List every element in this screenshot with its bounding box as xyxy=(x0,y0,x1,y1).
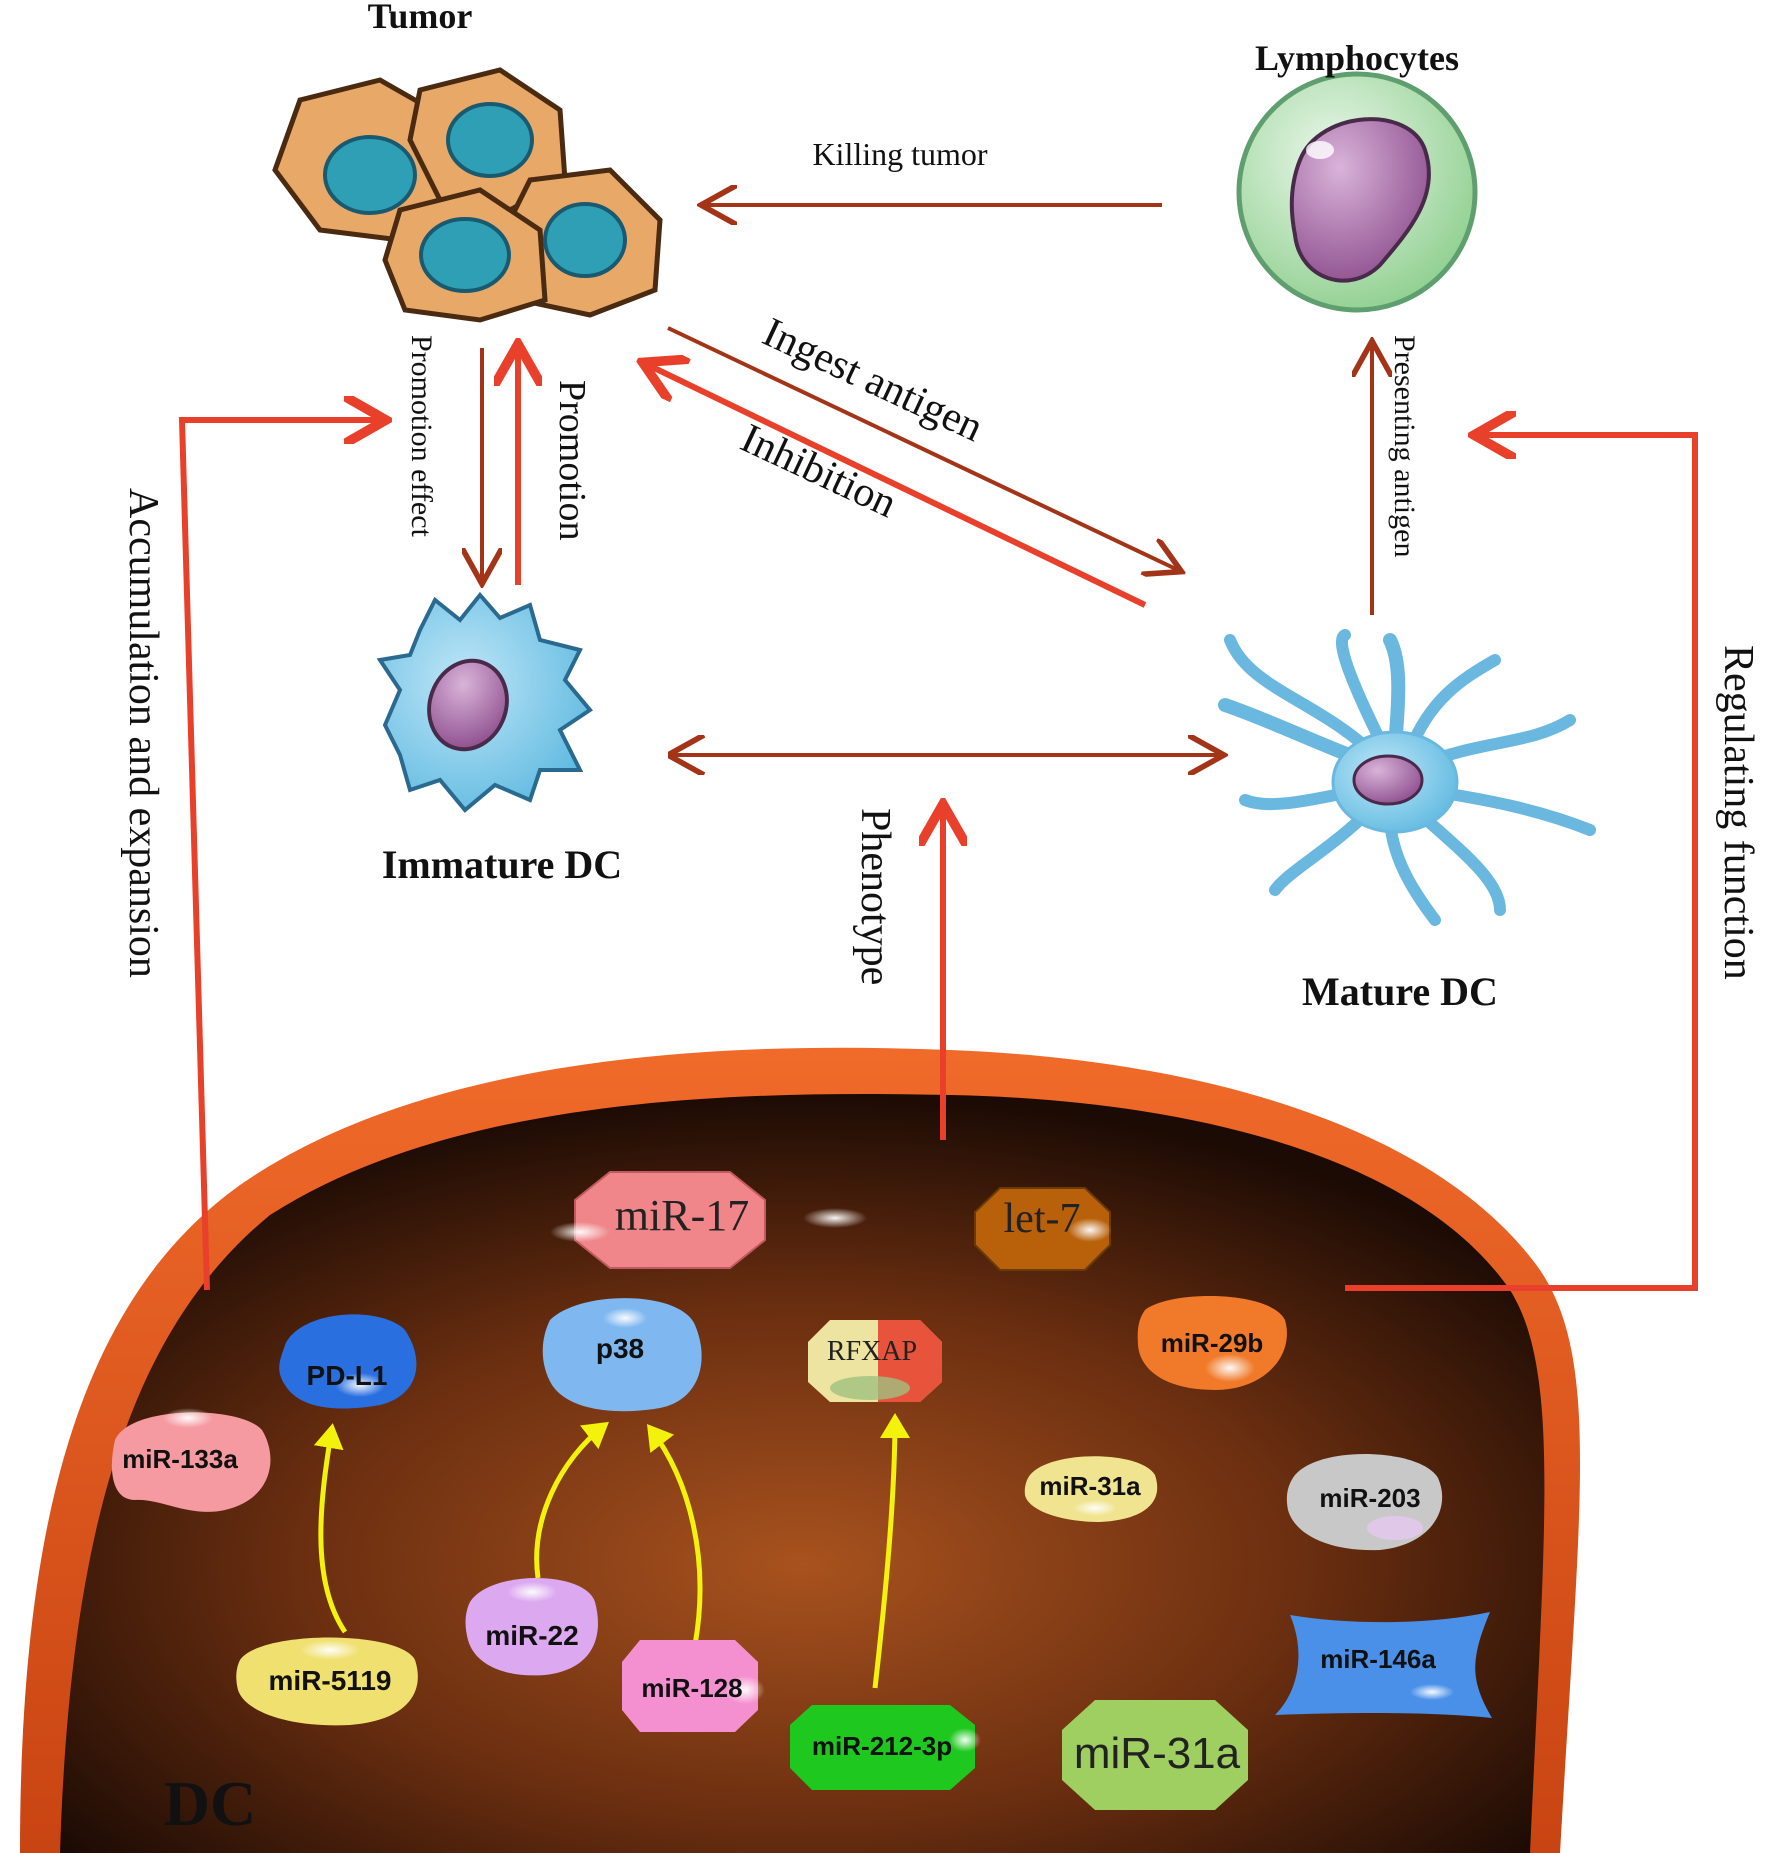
label-mir29b: miR-29b xyxy=(1161,1328,1264,1358)
label-mir146a: miR-146a xyxy=(1320,1644,1436,1674)
label-mir203: miR-203 xyxy=(1319,1483,1420,1513)
arrow-mir128-p38 xyxy=(646,1424,703,1646)
label-let7: let-7 xyxy=(1004,1196,1081,1242)
label-mir212: miR-212-3p xyxy=(812,1731,952,1761)
immature-dc-cell xyxy=(376,591,593,813)
molecule-mir128 xyxy=(622,1640,765,1732)
tumor-label: Tumor xyxy=(368,0,473,36)
label-presenting-antigen: Presenting antigen xyxy=(1388,335,1421,557)
molecule-mir29b xyxy=(1137,1296,1287,1390)
molecule-mir212 xyxy=(790,1705,981,1790)
label-mir5119: miR-5119 xyxy=(269,1665,392,1696)
molecule-mir17 xyxy=(550,1171,766,1269)
label-ingest-antigen: Ingest antigen xyxy=(756,309,990,451)
label-regulating-function: Regulating function xyxy=(1715,645,1761,980)
molecule-let7 xyxy=(974,1187,1112,1271)
lymphocyte-cell xyxy=(1236,71,1478,313)
arrow-mir22-p38 xyxy=(534,1421,609,1579)
arrow-regulating-function xyxy=(1345,435,1698,1291)
label-promotion: Promotion xyxy=(551,380,593,540)
molecule-mir22 xyxy=(465,1578,598,1676)
label-mir22: miR-22 xyxy=(485,1620,578,1651)
arrow-mir5119-pdl1 xyxy=(313,1423,348,1634)
molecule-mir146a xyxy=(1275,1612,1492,1718)
lymphocytes-label: Lymphocytes xyxy=(1255,38,1459,78)
molecule-mir133a xyxy=(111,1408,271,1512)
label-p38: p38 xyxy=(596,1333,644,1364)
mature-dc-label: Mature DC xyxy=(1302,969,1498,1014)
molecule-rfxap xyxy=(808,1320,942,1402)
dc-bowl-label: DC xyxy=(164,1768,256,1839)
arrow-accumulation-expansion xyxy=(178,420,380,1291)
mature-dc-nucleus xyxy=(1352,754,1424,806)
immature-dc-label: Immature DC xyxy=(382,842,622,887)
tumor-cluster xyxy=(272,67,663,323)
arrow-inhibition xyxy=(648,365,1147,608)
molecule-mir31a-large xyxy=(1062,1700,1248,1810)
molecule-pdl1 xyxy=(279,1314,417,1409)
molecule-mir31a-small xyxy=(1024,1456,1158,1522)
molecule-mir5119 xyxy=(236,1637,418,1726)
label-mir31a-large: miR-31a xyxy=(1074,1729,1241,1778)
label-mir128: miR-128 xyxy=(641,1673,742,1703)
arrow-mir212-rfxap xyxy=(872,1413,910,1689)
label-pdl1: PD-L1 xyxy=(307,1360,388,1391)
label-phenotype: Phenotype xyxy=(852,808,898,985)
label-accumulation-expansion: Accumulation and expansion xyxy=(120,488,166,978)
label-mir133a: miR-133a xyxy=(122,1444,238,1474)
arrow-ingest-antigen xyxy=(667,326,1178,570)
molecule-mir203 xyxy=(1286,1453,1443,1551)
label-killing-tumor: Killing tumor xyxy=(812,136,987,172)
dc-bowl xyxy=(20,1047,1580,1853)
molecule-p38 xyxy=(542,1298,702,1412)
label-inhibition: Inhibition xyxy=(734,415,904,527)
label-rfxap: RFXAP xyxy=(827,1336,917,1367)
highlight-dot xyxy=(803,1208,867,1228)
label-mir17: miR-17 xyxy=(615,1191,749,1240)
label-promotion-effect: Promotion effect xyxy=(405,335,438,538)
label-mir31a-small: miR-31a xyxy=(1039,1471,1141,1501)
